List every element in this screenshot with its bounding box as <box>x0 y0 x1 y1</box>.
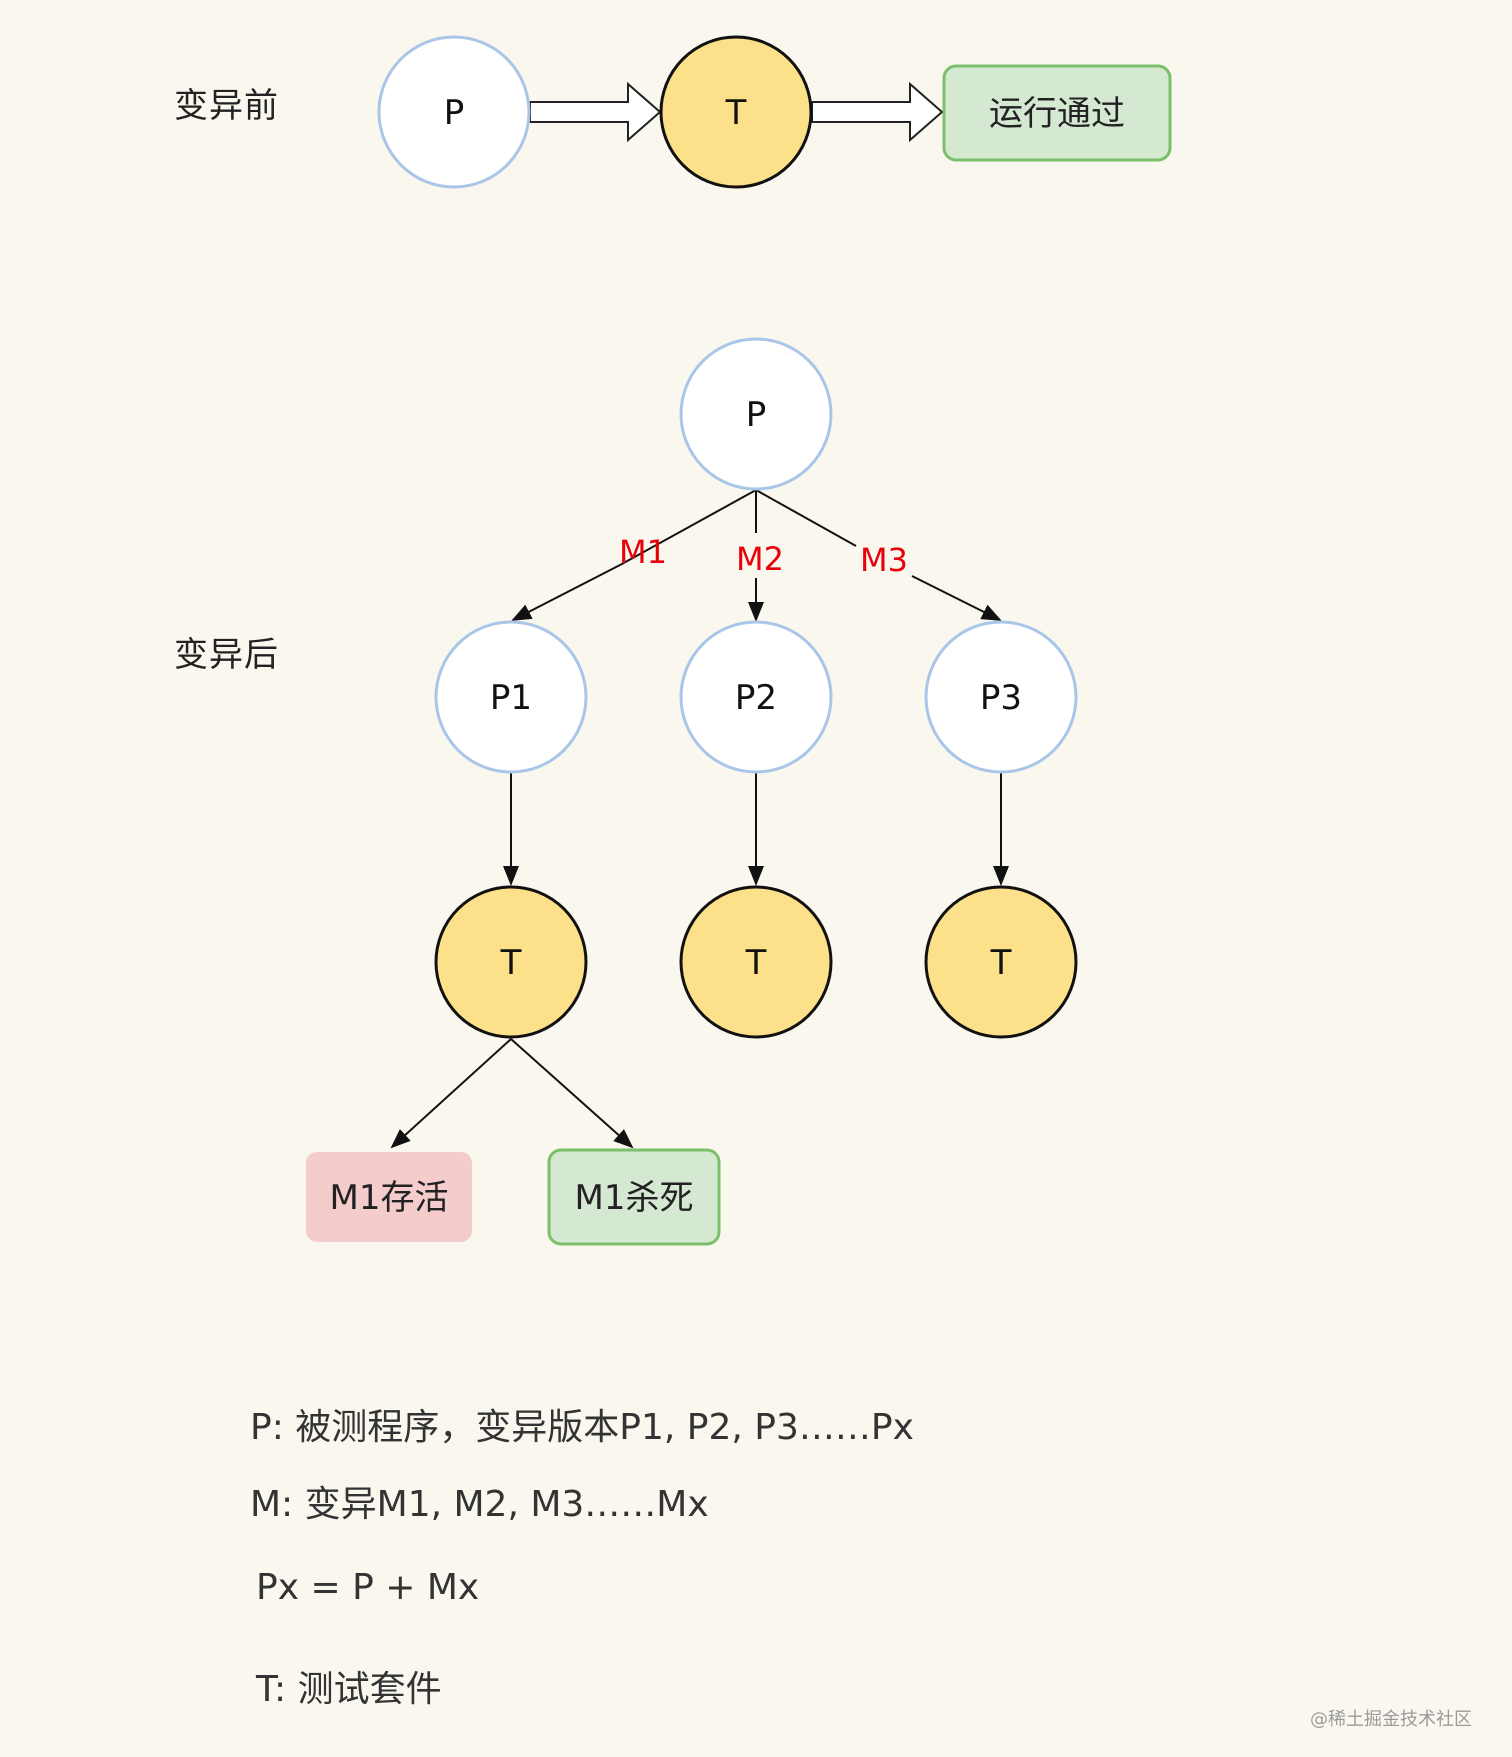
test-node-2-label: T <box>745 943 767 983</box>
outcome-killed-label: M1杀死 <box>575 1178 694 1218</box>
edge-root-p1-upper <box>619 489 757 566</box>
edge-t1-survived <box>390 1038 512 1149</box>
program-node-root-label: P <box>746 395 767 435</box>
section-label-before: 变异前 <box>174 86 279 126</box>
legend-formula-line: Px = P + Mx <box>256 1567 480 1608</box>
hollow-arrow-t-to-result <box>811 81 944 143</box>
mutation-label-m3: M3 <box>860 541 908 579</box>
mutant-node-p3-label: P3 <box>980 678 1022 718</box>
hollow-arrow-p-to-t <box>529 81 662 143</box>
result-pass-box: 运行通过 <box>942 64 1172 162</box>
watermark: @稀土掘金技术社区 <box>1310 1709 1472 1730</box>
before-row: P T 运行通过 <box>377 35 1172 189</box>
program-node-before: P <box>377 35 531 189</box>
outcome-killed-box: M1杀死 <box>547 1148 721 1246</box>
section-label-after: 变异后 <box>174 635 279 675</box>
mutant-node-p1: P1 <box>434 620 588 774</box>
legend-program-line: P: 被测程序，变异版本P1, P2, P3……Px <box>250 1407 914 1448</box>
mutation-label-m2: M2 <box>736 540 784 578</box>
test-node-1-label: T <box>500 943 522 983</box>
legend-test-line: T: 测试套件 <box>256 1669 442 1710</box>
test-node-1: T <box>434 885 588 1039</box>
test-node-3-label: T <box>990 943 1012 983</box>
outcome-survived-box: M1存活 <box>306 1152 472 1242</box>
mutant-node-p1-label: P1 <box>490 678 532 718</box>
edge-root-p3-lower <box>911 575 1002 621</box>
result-pass-label: 运行通过 <box>989 94 1125 134</box>
edge-root-p1-lower <box>511 564 621 621</box>
after-tree: M1 M2 M3 P P1 P2 P3 T <box>306 337 1078 1246</box>
test-node-2: T <box>679 885 833 1039</box>
program-node-root: P <box>679 337 833 491</box>
edge-root-p3-upper <box>755 489 857 547</box>
legend-mutation-line: M: 变异M1, M2, M3……Mx <box>250 1484 709 1525</box>
test-node-before-label: T <box>725 93 747 133</box>
mutant-node-p2: P2 <box>679 620 833 774</box>
mutant-node-p2-label: P2 <box>735 678 777 718</box>
mutation-label-m1: M1 <box>619 533 667 571</box>
edge-t1-killed <box>510 1038 634 1149</box>
test-node-before: T <box>659 35 813 189</box>
outcome-survived-label: M1存活 <box>330 1178 449 1218</box>
program-node-before-label: P <box>444 93 465 133</box>
test-node-3: T <box>924 885 1078 1039</box>
mutant-node-p3: P3 <box>924 620 1078 774</box>
